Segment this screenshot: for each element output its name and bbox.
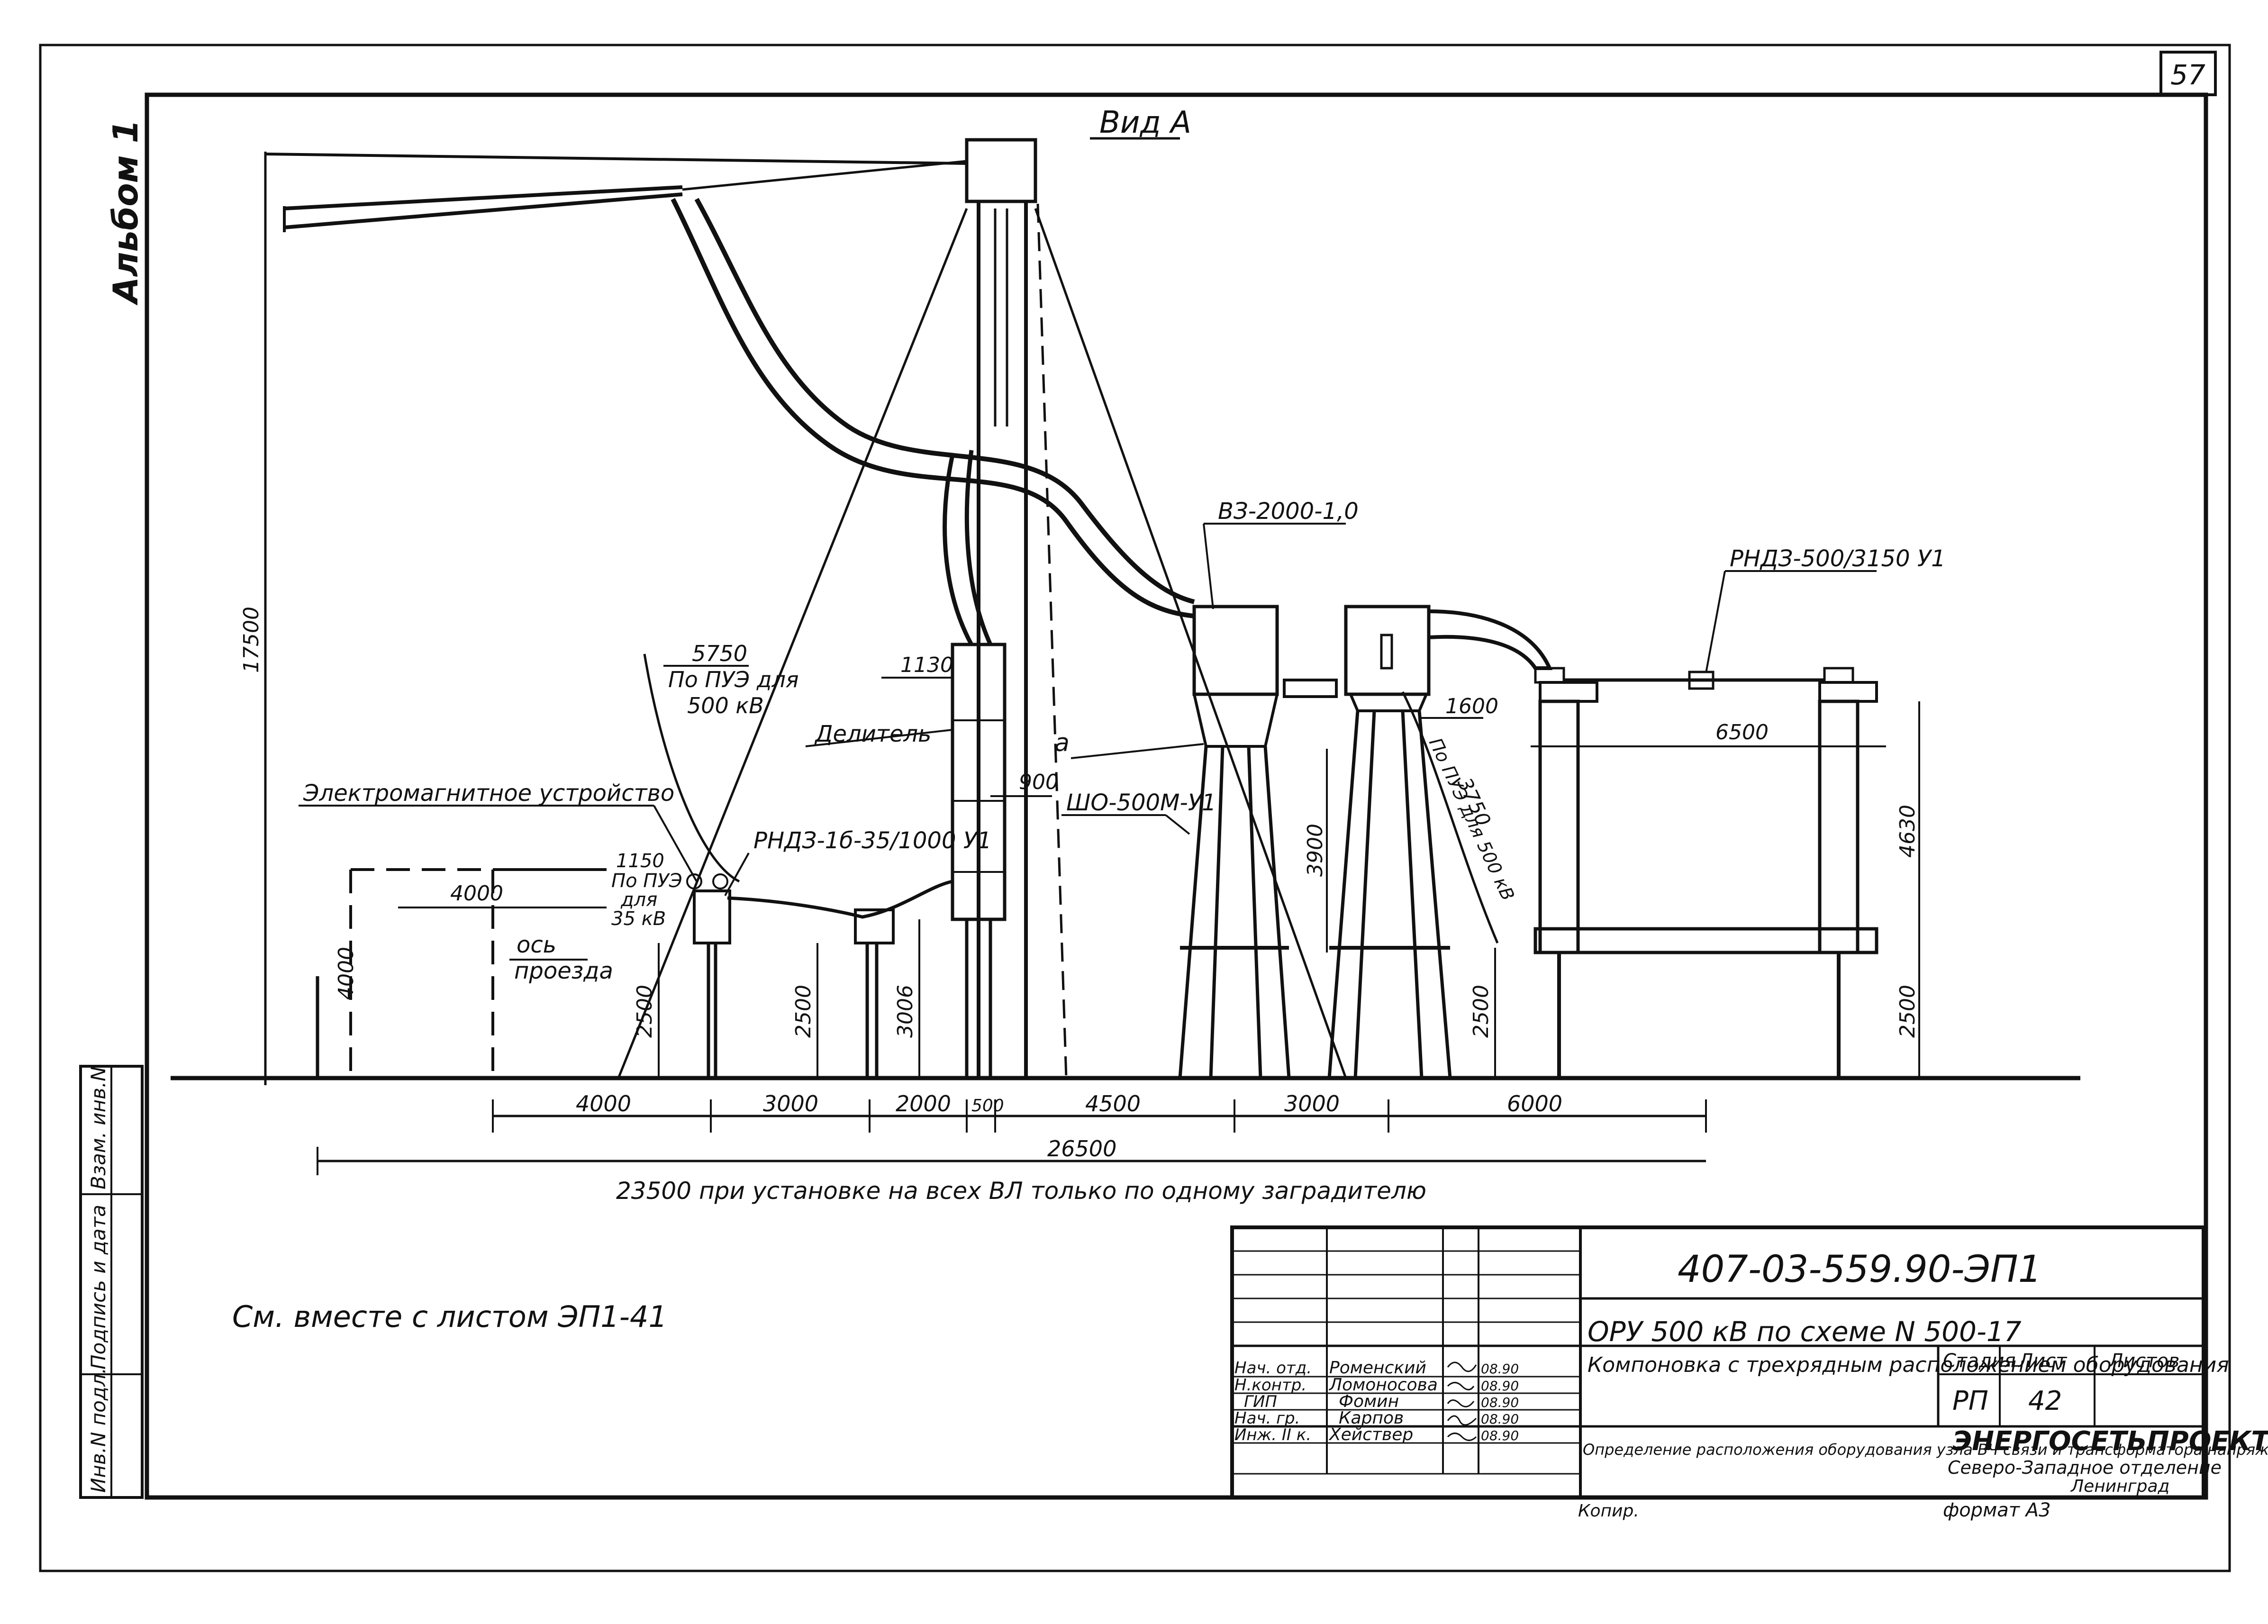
chain-3000b: 3000 (1284, 1091, 1340, 1116)
chain-4500: 4500 (1085, 1091, 1141, 1116)
chain-500: 500 (971, 1096, 1004, 1116)
label-letter-a: а (1054, 729, 1070, 757)
doc-code: 407-03-559.90-ЭП1 (1678, 1248, 2041, 1291)
equipment-label-group: ВЗ-2000-1,0 РНДЗ-500/3150 У1 Делитель ШО… (299, 498, 1946, 984)
portal-tower (617, 138, 1347, 1079)
sheets-header: Листов (2108, 1350, 2179, 1372)
dim-3006: 3006 (893, 985, 917, 1038)
line-trap-vz (1178, 605, 1291, 1079)
dim-900: 900 (1019, 770, 1059, 794)
signature-scribble-4 (1447, 1433, 1477, 1441)
dim-1130: 1130 (900, 653, 953, 677)
sig-date-3: 08.90 (1481, 1411, 1519, 1427)
copied-label: Копир. (1578, 1501, 1639, 1521)
chain-6000: 6000 (1507, 1091, 1562, 1116)
sig-role-1: Н.контр. (1234, 1376, 1306, 1395)
label-rndz500: РНДЗ-500/3150 У1 (1730, 545, 1946, 572)
clearance-notes: 5750 По ПУЭ для 500 кВ 1150 По ПУЭ для 3… (611, 641, 1519, 930)
sheet-header: Лист (2018, 1350, 2068, 1372)
chain-2000: 2000 (896, 1091, 951, 1116)
sig-role-4: Инж. II к. (1234, 1425, 1311, 1444)
clearance-arc-3750 (1401, 691, 1499, 944)
chain-alt-note: 23500 при установке на всех ВЛ только по… (616, 1177, 1426, 1205)
page-number-box: 57 (2159, 51, 2217, 96)
electromagnetic-device (686, 873, 953, 1078)
section-title: Компоновка с трехрядным расположением об… (1588, 1353, 2229, 1377)
road-clearance-outline (316, 868, 607, 1078)
dim-4630: 4630 (1896, 805, 1920, 858)
sig-date-2: 08.90 (1481, 1395, 1519, 1410)
sig-date-4: 08.90 (1481, 1428, 1519, 1443)
stage-header: Стадия (1943, 1350, 2015, 1372)
view-title: Вид А (1099, 105, 1191, 140)
stamp-vzam: Взам. инв.N (87, 1066, 110, 1189)
dim-2500-a: 2500 (633, 985, 657, 1038)
page-number: 57 (2170, 59, 2205, 91)
note-1150-value: 1150 (616, 850, 664, 872)
sig-date-1: 08.90 (1481, 1378, 1519, 1394)
signature-scribble-2 (1447, 1399, 1475, 1407)
note-5750-line2: По ПУЭ для (668, 667, 799, 692)
signature-scribble-3 (1447, 1415, 1477, 1426)
label-vz: ВЗ-2000-1,0 (1218, 498, 1359, 525)
sig-name-0: Роменский (1329, 1358, 1426, 1378)
voltage-divider-column (951, 643, 1007, 1078)
note-5750-line3: 500 кВ (687, 693, 764, 718)
chain-3000: 3000 (763, 1091, 818, 1116)
org-branch: Северо-Западное отделение (1948, 1457, 2222, 1478)
org-name: ЭНЕРГОСЕТЬПРОЕКТ (1952, 1426, 2268, 1457)
note-1150-line3: для (620, 889, 657, 911)
dim-4000-v: 4000 (334, 947, 358, 1000)
bottom-dimension-chain: 4000 3000 2000 500 4500 3000 6000 26500 … (317, 1091, 1707, 1205)
format-label: формат А3 (1943, 1499, 2051, 1521)
sig-date-0: 08.90 (1481, 1361, 1519, 1377)
dim-3900: 3900 (1303, 824, 1327, 877)
sig-name-3: Карпов (1339, 1408, 1404, 1428)
sig-role-0: Нач. отд. (1234, 1359, 1312, 1378)
label-electromag: Электромагнитное устройство (303, 780, 674, 807)
dim-2500-b: 2500 (791, 985, 816, 1038)
busbar-conductor (671, 198, 1195, 646)
dim-6500: 6500 (1715, 720, 1769, 744)
signature-scribble-0 (1447, 1361, 1477, 1372)
label-axis-road-2: проезда (514, 958, 613, 984)
dim-17500: 17500 (239, 607, 263, 673)
title-block: 407-03-559.90-ЭП1 ОРУ 500 кВ по схеме N … (1230, 1225, 2268, 1521)
height-dimensions: 17500 1130 900 1600 6500 3900 4630 4000 … (239, 156, 1920, 1078)
dim-4000-h: 4000 (450, 881, 503, 906)
side-stamp: Инв.N подл. Подпись и дата Взам. инв.N (79, 1065, 144, 1499)
note-1150-line4: 35 кВ (611, 908, 666, 930)
note-see-with: См. вместе с листом ЭП1-41 (232, 1299, 667, 1334)
chain-4000: 4000 (576, 1091, 631, 1116)
clearance-arc-500 (643, 653, 740, 883)
signature-scribble-1 (1447, 1382, 1475, 1390)
disconnector-500 (1533, 667, 1878, 1078)
label-axis-road-1: ось (517, 932, 556, 958)
sheet-title: Определение расположения оборудования уз… (1583, 1441, 2268, 1459)
sheet-value: 42 (2028, 1386, 2062, 1416)
label-rndz35: РНДЗ-1б-35/1000 У1 (753, 827, 992, 854)
dim-2500-d: 2500 (1896, 985, 1920, 1038)
album-label: Альбом 1 (106, 119, 145, 306)
stamp-inv-podl: Инв.N подл. (87, 1368, 110, 1493)
chain-total: 26500 (1047, 1136, 1116, 1161)
sig-name-1: Ломоносова (1328, 1375, 1438, 1395)
portal-beam (264, 152, 967, 1085)
dim-1600: 1600 (1445, 694, 1498, 718)
dim-2500-c: 2500 (1469, 985, 1493, 1038)
label-sho: ШО-500М-У1 (1066, 789, 1216, 816)
outer-frame (39, 44, 2231, 1572)
note-1150-line2: По ПУЭ (611, 870, 682, 892)
inner-frame (145, 92, 2208, 1500)
stage-value: РП (1952, 1386, 1988, 1416)
sig-role-3: Нач. гр. (1234, 1409, 1300, 1428)
sig-name-2: Фомин (1339, 1392, 1399, 1411)
stamp-podpis: Подпись и дата (87, 1205, 110, 1370)
org-city: Ленинград (2070, 1477, 2169, 1496)
note-5750-value: 5750 (692, 641, 747, 666)
sig-role-2: ГИП (1244, 1392, 1277, 1411)
project-title: ОРУ 500 кВ по схеме N 500-17 (1588, 1316, 2022, 1348)
sig-name-4: Хействер (1328, 1425, 1413, 1444)
